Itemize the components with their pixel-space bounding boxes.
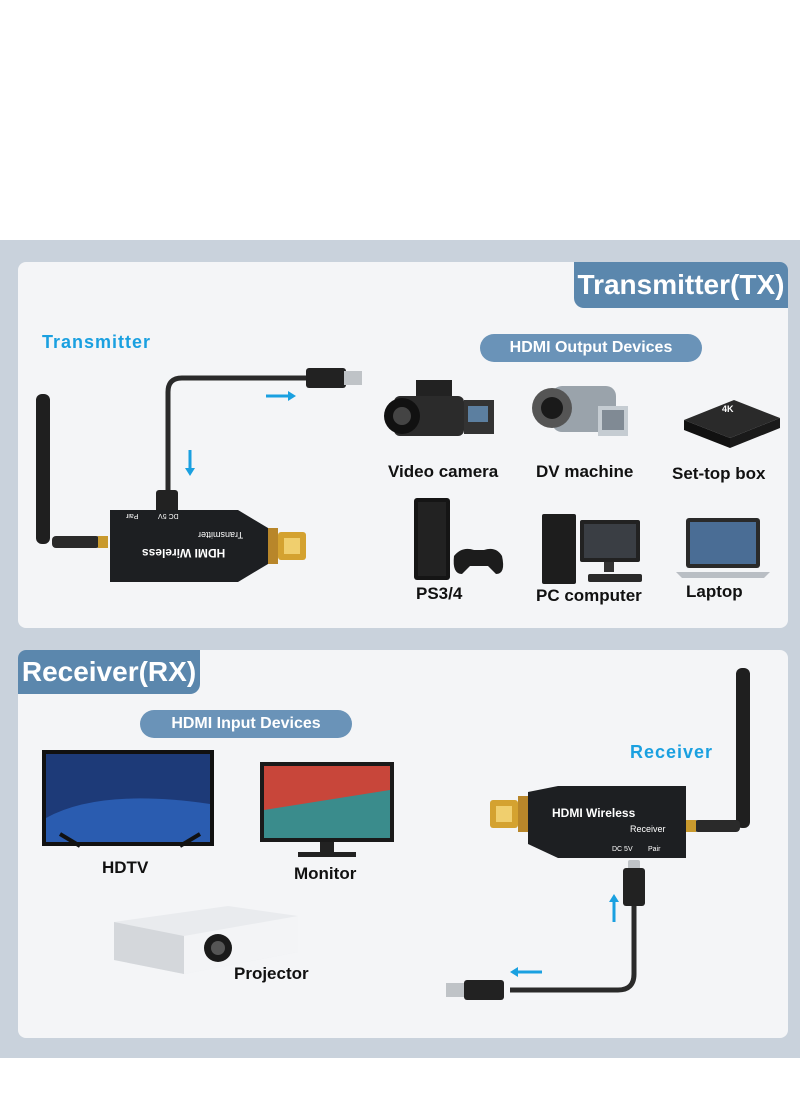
device-label-monitor: Monitor (294, 864, 357, 883)
usb-cable (165, 375, 308, 492)
transmitter-model-label: HDMI Wireless (142, 546, 226, 560)
set-top-box-icon (684, 400, 780, 448)
video-camera-icon (384, 380, 494, 436)
transmitter-diagram (36, 368, 362, 582)
usb-c-plug-icon (623, 860, 645, 906)
device-label-video-camera: Video camera (388, 462, 499, 481)
game-console-icon (414, 498, 504, 580)
transmitter-port-dc: DC 5V (158, 512, 179, 519)
transmitter-tab: Transmitter(TX) (574, 262, 788, 308)
arrow-right-icon (266, 391, 296, 401)
transmitter-sub-label: Transmitter (198, 530, 244, 540)
tv-icon (42, 750, 214, 848)
device-label-laptop: Laptop (686, 582, 743, 601)
receiver-sub-label: Receiver (630, 824, 666, 834)
device-label-ps: PS3/4 (416, 584, 463, 603)
arrow-left-icon (510, 967, 542, 977)
device-label-projector: Projector (234, 964, 309, 983)
input-devices-pill: HDMI Input Devices (140, 710, 352, 738)
hdmi-plug-icon (490, 796, 528, 832)
receiver-tab: Receiver(RX) (18, 650, 200, 694)
transmitter-panel: Transmitter(TX) Transmitter HDMI Output … (18, 262, 788, 628)
antenna-icon (686, 668, 750, 832)
usb-a-plug-icon (446, 980, 504, 1000)
transmitter-port-pair: Pair (126, 512, 139, 519)
receiver-title: Receiver (630, 742, 714, 762)
device-label-hdtv: HDTV (102, 858, 149, 877)
usb-a-plug-icon (306, 368, 362, 388)
device-label-pc-computer: PC computer (536, 586, 642, 605)
laptop-icon (676, 518, 770, 578)
device-label-set-top-box: Set-top box (672, 464, 766, 483)
receiver-panel: Receiver(RX) HDMI Input Devices Receiver… (18, 650, 788, 1038)
receiver-model-label: HDMI Wireless (552, 806, 636, 820)
pc-computer-icon (542, 514, 642, 584)
arrow-down-icon (185, 450, 195, 476)
receiver-port-pair: Pair (648, 846, 661, 853)
device-label-dv-machine: DV machine (536, 462, 634, 481)
receiver-diagram (446, 668, 750, 1000)
antenna-icon (36, 394, 108, 548)
output-devices-pill: HDMI Output Devices (480, 334, 702, 362)
transmitter-title: Transmitter (42, 332, 152, 352)
monitor-icon (260, 762, 394, 857)
arrow-up-icon (609, 894, 619, 922)
receiver-body (528, 786, 686, 858)
receiver-port-dc: DC 5V (612, 846, 633, 853)
hdmi-plug-icon (268, 528, 306, 564)
camcorder-icon (532, 386, 628, 436)
usb-cable (510, 906, 637, 993)
transmitter-body (110, 510, 268, 582)
set-top-box-badge: 4K (722, 404, 734, 414)
projector-icon (114, 906, 298, 974)
